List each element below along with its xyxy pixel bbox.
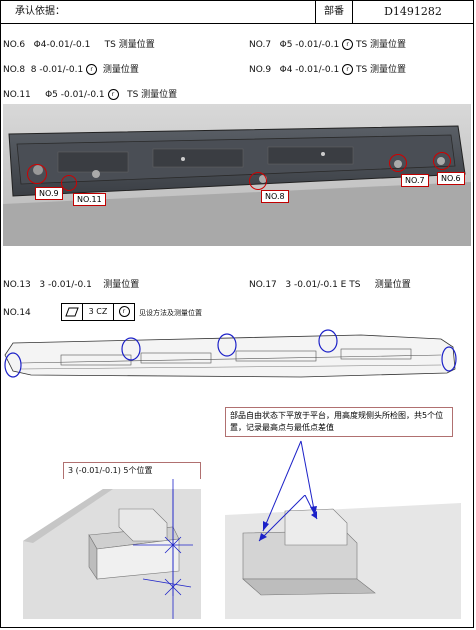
spec-id: NO.9	[249, 65, 272, 75]
spec-id: NO.17	[249, 280, 277, 290]
dept-label: 部番	[324, 6, 344, 17]
spec-row-no14: NO.14	[3, 307, 31, 319]
roundness-symbol-icon: r	[86, 64, 98, 75]
marker-circle-no9	[27, 164, 47, 184]
spec-tolerance: 3 -0.01/-0.1 E TS	[285, 280, 361, 290]
header-left-cell: 承认依据：	[1, 1, 316, 24]
spec-position: TS 测量位置	[127, 90, 178, 100]
note-measure-method: 部品自由状态下平放于平台，用高度规侧头所检图，共5个位置，记录最高点与最低点差值	[225, 407, 453, 437]
spec-tolerance: 3 -0.01/-0.1	[39, 280, 92, 290]
tag-no11: NO.11	[73, 193, 106, 206]
spec-position: TS 测量位置	[104, 40, 155, 50]
part-number: D1491282	[384, 5, 442, 18]
spec-position: TS 测量位置	[355, 40, 407, 50]
part-number-cell: D1491282	[353, 1, 473, 24]
detail-view-left-svg	[23, 479, 201, 619]
profile-drawing	[1, 325, 475, 385]
roundness-symbol-icon: r	[107, 89, 119, 100]
part-photo: NO.9 NO.11 NO.8 NO.7 NO.6	[3, 104, 471, 246]
spec-tolerance: Φ5 -0.01/-0.1	[45, 90, 105, 100]
spec-id: NO.6	[3, 40, 26, 50]
tag-no9: NO.9	[35, 187, 63, 200]
detail-view-right	[225, 495, 461, 619]
spec-id: NO.11	[3, 90, 31, 100]
dept-label-cell: 部番	[316, 1, 353, 24]
spec-id: NO.13	[3, 280, 31, 290]
roundness-symbol-icon: r	[118, 306, 130, 317]
flatness-value: 3 CZ	[83, 304, 114, 320]
approval-basis-label: 承认依据：	[15, 6, 65, 17]
marker-circle-no11	[61, 175, 77, 191]
roundness-symbol-icon: r	[342, 39, 354, 50]
tag-no7: NO.7	[401, 174, 429, 187]
spec-id: NO.14	[3, 308, 31, 318]
detail-view-right-svg	[225, 495, 461, 619]
detail-view-left	[23, 479, 201, 619]
spec-row-no9: NO.9 Φ4 -0.01/-0.1 r TS 测量位置	[249, 64, 406, 76]
spec-tolerance: Φ4-0.01/-0.1	[33, 40, 91, 50]
flatness-icon	[62, 304, 83, 320]
spec-row-no7: NO.7 Φ5 -0.01/-0.1 r TS 测量位置	[249, 39, 406, 51]
spec-tolerance: Φ5 -0.01/-0.1	[279, 40, 340, 50]
spec-position: 测量位置	[374, 280, 411, 290]
spec-id: NO.7	[249, 40, 272, 50]
spec-id: NO.8	[3, 65, 26, 75]
spec-position: 测量位置	[102, 65, 139, 75]
marker-circle-no7	[389, 154, 407, 172]
profile-drawing-svg	[4, 329, 457, 378]
spec-tolerance: 8 -0.01/-0.1	[30, 65, 84, 75]
roundness-symbol-icon: r	[342, 64, 354, 75]
spec-row-no11: NO.11 Φ5 -0.01/-0.1 r TS 测量位置	[3, 89, 177, 101]
part-photo-drawing	[3, 104, 471, 246]
spec-row-no13: NO.13 3 -0.01/-0.1 测量位置	[3, 279, 139, 291]
spec-position: TS 测量位置	[355, 65, 407, 75]
spec-row-no6: NO.6 Φ4-0.01/-0.1 TS 测量位置	[3, 39, 155, 51]
tag-no8: NO.8	[261, 190, 289, 203]
flatness-modifier: r	[114, 304, 134, 320]
spec-position: 测量位置	[103, 280, 140, 290]
tag-no6: NO.6	[437, 172, 465, 185]
spec-tolerance: Φ4 -0.01/-0.1	[279, 65, 340, 75]
flatness-frame: 3 CZ r	[61, 303, 135, 321]
spec-row-no8: NO.8 8 -0.01/-0.1 r 测量位置	[3, 64, 139, 76]
marker-circle-no6	[433, 152, 451, 170]
spec-row-no17: NO.17 3 -0.01/-0.1 E TS 测量位置	[249, 279, 411, 291]
marker-circle-no8	[249, 172, 267, 190]
no14-note: 见设方法及测量位置	[139, 309, 202, 317]
